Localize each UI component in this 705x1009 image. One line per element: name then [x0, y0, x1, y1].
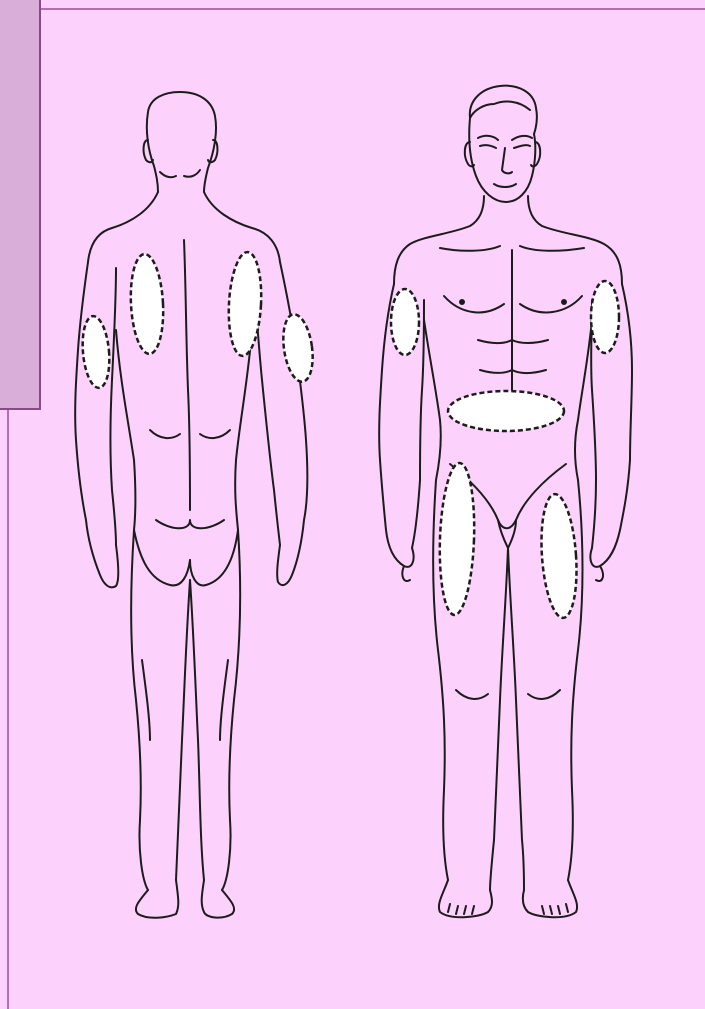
- injection-site-right-upper-arm-front: [391, 289, 419, 355]
- injection-site-left-upper-back: [128, 253, 165, 355]
- injection-site-right-thigh: [437, 462, 476, 615]
- human-figure-front-icon: [379, 86, 632, 918]
- diagram-frame: [8, 9, 705, 1009]
- injection-site-abdomen: [448, 391, 564, 431]
- injection-site-left-upper-arm-front: [591, 281, 619, 353]
- injection-site-right-upper-arm-back: [279, 312, 316, 383]
- injection-site-left-upper-arm-back: [80, 315, 112, 389]
- injection-site-left-thigh: [538, 493, 581, 619]
- human-figure-back-icon: [75, 92, 307, 918]
